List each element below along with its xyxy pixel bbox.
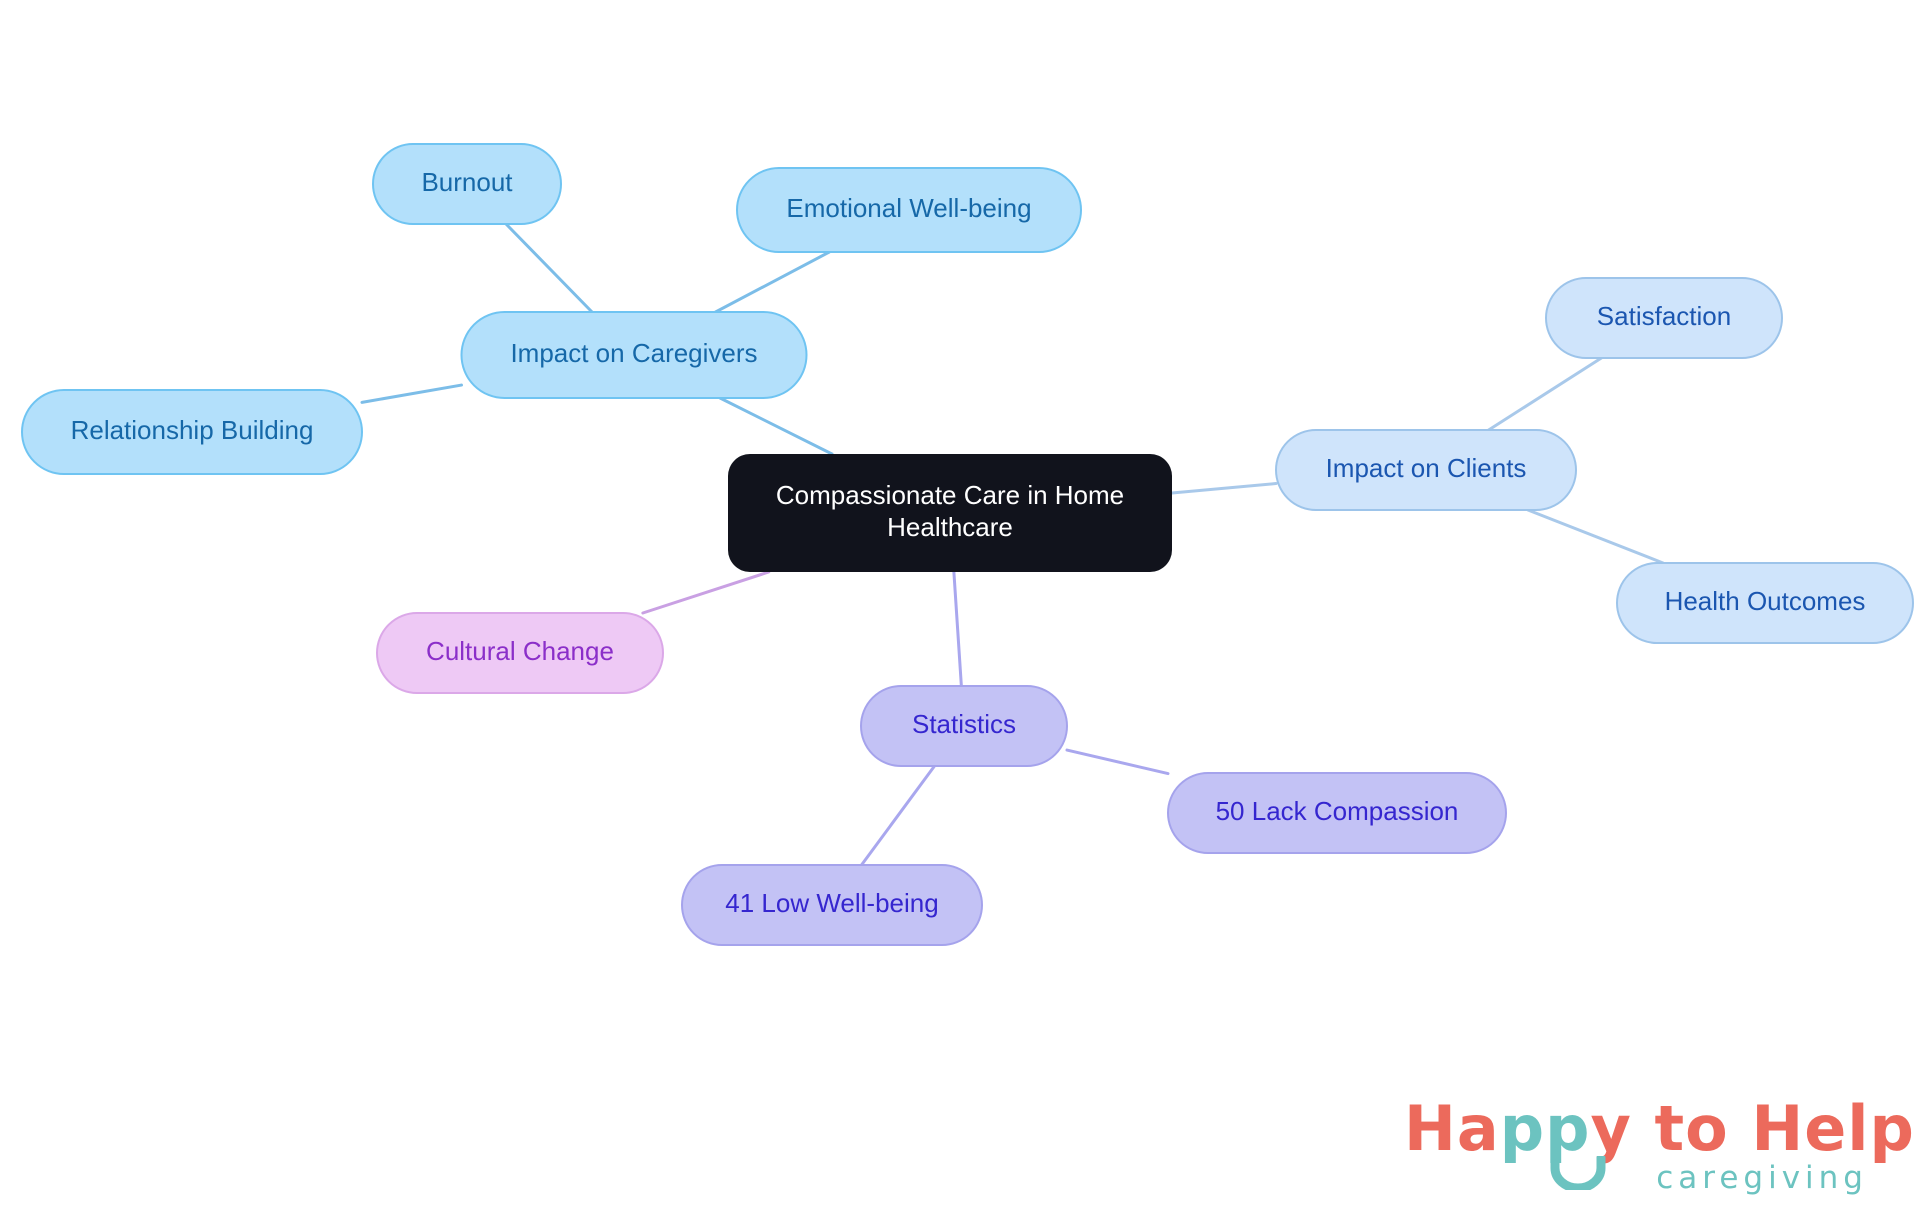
- edge-caregivers-burnout: [504, 222, 594, 314]
- edge-root-clients: [1170, 482, 1278, 495]
- mindmap-node-satisfaction[interactable]: Satisfaction: [1545, 277, 1783, 359]
- logo-text-to-help: to Help: [1631, 1092, 1915, 1165]
- mindmap-node-relationship-building[interactable]: Relationship Building: [21, 389, 363, 475]
- node-shape: [372, 143, 562, 225]
- mindmap-node-burnout[interactable]: Burnout: [372, 143, 562, 225]
- node-shape: [460, 311, 808, 399]
- node-shape: [860, 685, 1068, 767]
- smile-arc-icon: [1550, 1156, 1606, 1190]
- mindmap-node-lack-compassion[interactable]: 50 Lack Compassion: [1167, 772, 1507, 854]
- mindmap-node-statistics[interactable]: Statistics: [860, 685, 1068, 767]
- logo-text-pp: pp: [1499, 1092, 1591, 1165]
- mindmap-node-impact-caregivers[interactable]: Impact on Caregivers: [460, 311, 808, 399]
- node-label: 50 Lack Compassion: [1216, 796, 1459, 826]
- node-label: Relationship Building: [71, 415, 314, 445]
- node-shape: [1275, 429, 1577, 511]
- edge-clients-health: [1526, 508, 1665, 565]
- mindmap-node-cultural-change[interactable]: Cultural Change: [376, 612, 664, 694]
- node-shape: [736, 167, 1082, 253]
- node-shape: [1545, 277, 1783, 359]
- edge-root-cultural: [641, 570, 771, 615]
- node-label: Statistics: [912, 709, 1016, 739]
- node-shape: [728, 454, 1172, 572]
- edge-caregivers-emotional: [714, 250, 831, 314]
- edge-statistics-wellbeing: [859, 764, 937, 867]
- edge-clients-satisfaction: [1487, 356, 1603, 432]
- node-shape: [681, 864, 983, 946]
- node-shape: [376, 612, 664, 694]
- node-label: Impact on Caregivers: [510, 338, 757, 368]
- mindmap-node-health-outcomes[interactable]: Health Outcomes: [1616, 562, 1914, 644]
- edge-root-statistics: [952, 570, 963, 688]
- edge-caregivers-relationship: [360, 383, 463, 404]
- logo-wordmark: Happy to Help: [1404, 1098, 1915, 1160]
- mindmap-node-low-wellbeing[interactable]: 41 Low Well-being: [681, 864, 983, 946]
- logo-tagline: caregiving: [1656, 1160, 1868, 1196]
- node-label: Health Outcomes: [1665, 586, 1866, 616]
- mindmap-node-impact-clients[interactable]: Impact on Clients: [1275, 429, 1577, 511]
- node-shape: [21, 389, 363, 475]
- logo-text-ha: Ha: [1404, 1092, 1500, 1165]
- edge-statistics-compassion: [1065, 748, 1170, 776]
- node-shape: [1616, 562, 1914, 644]
- edges-layer: [360, 222, 1665, 867]
- node-label: Emotional Well-being: [786, 193, 1031, 223]
- node-label: Impact on Clients: [1326, 453, 1527, 483]
- node-label: Burnout: [421, 167, 513, 197]
- node-label: 41 Low Well-being: [725, 888, 938, 918]
- brand-logo: Happy to Help caregiving: [1404, 1098, 1914, 1202]
- node-label: Satisfaction: [1597, 301, 1731, 331]
- logo-text-y: y: [1590, 1092, 1632, 1165]
- node-shape: [1167, 772, 1507, 854]
- edge-root-caregivers: [718, 396, 834, 456]
- node-label: Cultural Change: [426, 636, 614, 666]
- mindmap-node-emotional-wellbeing[interactable]: Emotional Well-being: [736, 167, 1082, 253]
